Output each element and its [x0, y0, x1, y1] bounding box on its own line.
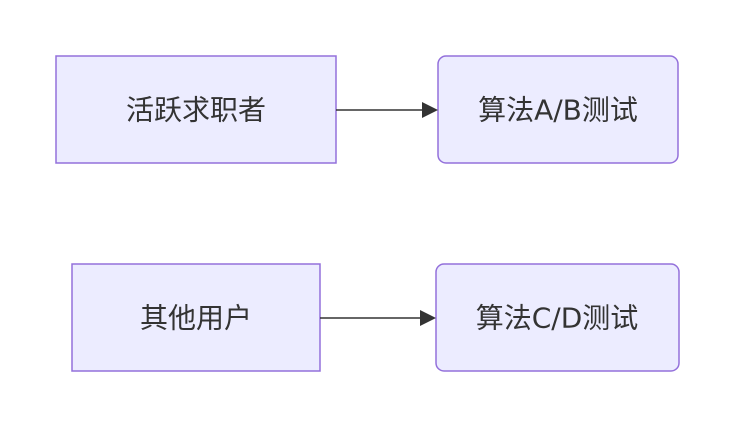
node-active-job-seekers-label: 活跃求职者: [126, 94, 266, 127]
node-ab-test-box: [437, 55, 679, 164]
node-ab-test-label: 算法A/B测试: [478, 94, 638, 127]
edge-other-to-cd-arrowhead: [420, 310, 436, 326]
node-cd-test-box: [435, 263, 680, 372]
node-other-users-label: 其他用户: [140, 302, 252, 335]
node-active-job-seekers-box: [55, 55, 337, 164]
node-cd-test[interactable]: 算法C/D测试: [435, 263, 680, 372]
edge-other-to-cd: [320, 310, 436, 326]
edge-active-to-ab-arrowhead: [422, 102, 438, 118]
node-other-users[interactable]: 其他用户: [71, 263, 321, 372]
node-ab-test[interactable]: 算法A/B测试: [437, 55, 679, 164]
edge-active-to-ab: [336, 102, 438, 118]
node-active-job-seekers[interactable]: 活跃求职者: [55, 55, 337, 164]
node-cd-test-label: 算法C/D测试: [476, 302, 639, 335]
node-other-users-box: [71, 263, 321, 372]
